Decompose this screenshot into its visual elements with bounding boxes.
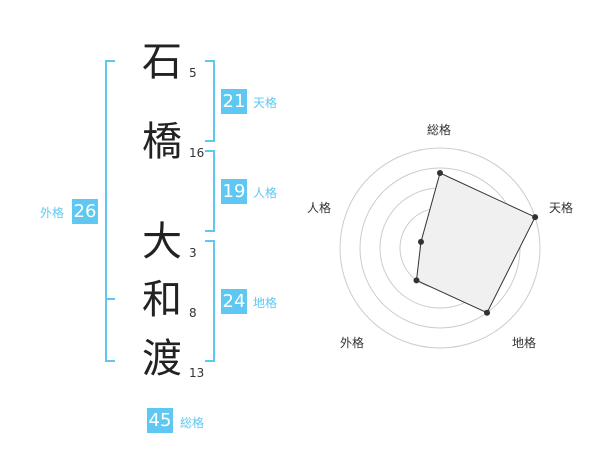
given-char-1: 大 xyxy=(142,219,182,265)
given-char-1-strokes: 3 xyxy=(189,246,197,260)
gaikaku-bracket xyxy=(105,60,115,362)
radar-ring-5 xyxy=(339,147,541,349)
radar-axis-label-soukaku: 総格 xyxy=(427,123,452,137)
radar-point-4 xyxy=(413,277,420,284)
tenkaku-label: 天格 xyxy=(253,96,278,110)
surname-char-2-strokes: 16 xyxy=(189,146,205,160)
surname-char-2: 橋 xyxy=(142,119,182,165)
gaikaku-bracket-tick xyxy=(105,298,115,300)
tenkaku-value-badge: 21 xyxy=(221,89,247,114)
chikaku-bracket xyxy=(205,240,215,362)
given-char-3: 渡 xyxy=(142,336,182,382)
gaikaku-label: 外格 xyxy=(40,206,65,220)
given-char-3-strokes: 13 xyxy=(189,366,205,380)
surname-char-1-strokes: 5 xyxy=(189,66,197,80)
chikaku-value-badge: 24 xyxy=(221,289,247,314)
soukaku-value-badge: 45 xyxy=(147,408,173,433)
tenkaku-bracket xyxy=(205,60,215,142)
jinkaku-bracket xyxy=(205,150,215,232)
jinkaku-label: 人格 xyxy=(253,186,278,200)
given-char-2: 和 xyxy=(142,277,182,323)
radar-axis-label-jinkaku: 人格 xyxy=(307,201,332,215)
given-char-2-strokes: 8 xyxy=(189,306,197,320)
gaikaku-value-badge: 26 xyxy=(72,199,98,224)
radar-point-5 xyxy=(417,238,424,245)
radar-points xyxy=(413,170,539,316)
jinkaku-value-badge: 19 xyxy=(221,179,247,204)
radar-axis-label-tenkaku: 天格 xyxy=(549,201,574,215)
surname-char-1: 石 xyxy=(142,39,182,85)
radar-polygon xyxy=(415,172,536,314)
radar-point-3 xyxy=(484,309,491,316)
radar-axis-label-gaikaku: 外格 xyxy=(340,336,365,350)
radar-axis-label-chikaku: 地格 xyxy=(512,336,537,350)
radar-point-1 xyxy=(437,170,443,176)
chikaku-label: 地格 xyxy=(253,296,278,310)
soukaku-label: 総格 xyxy=(180,416,205,430)
radar-point-2 xyxy=(532,214,539,221)
